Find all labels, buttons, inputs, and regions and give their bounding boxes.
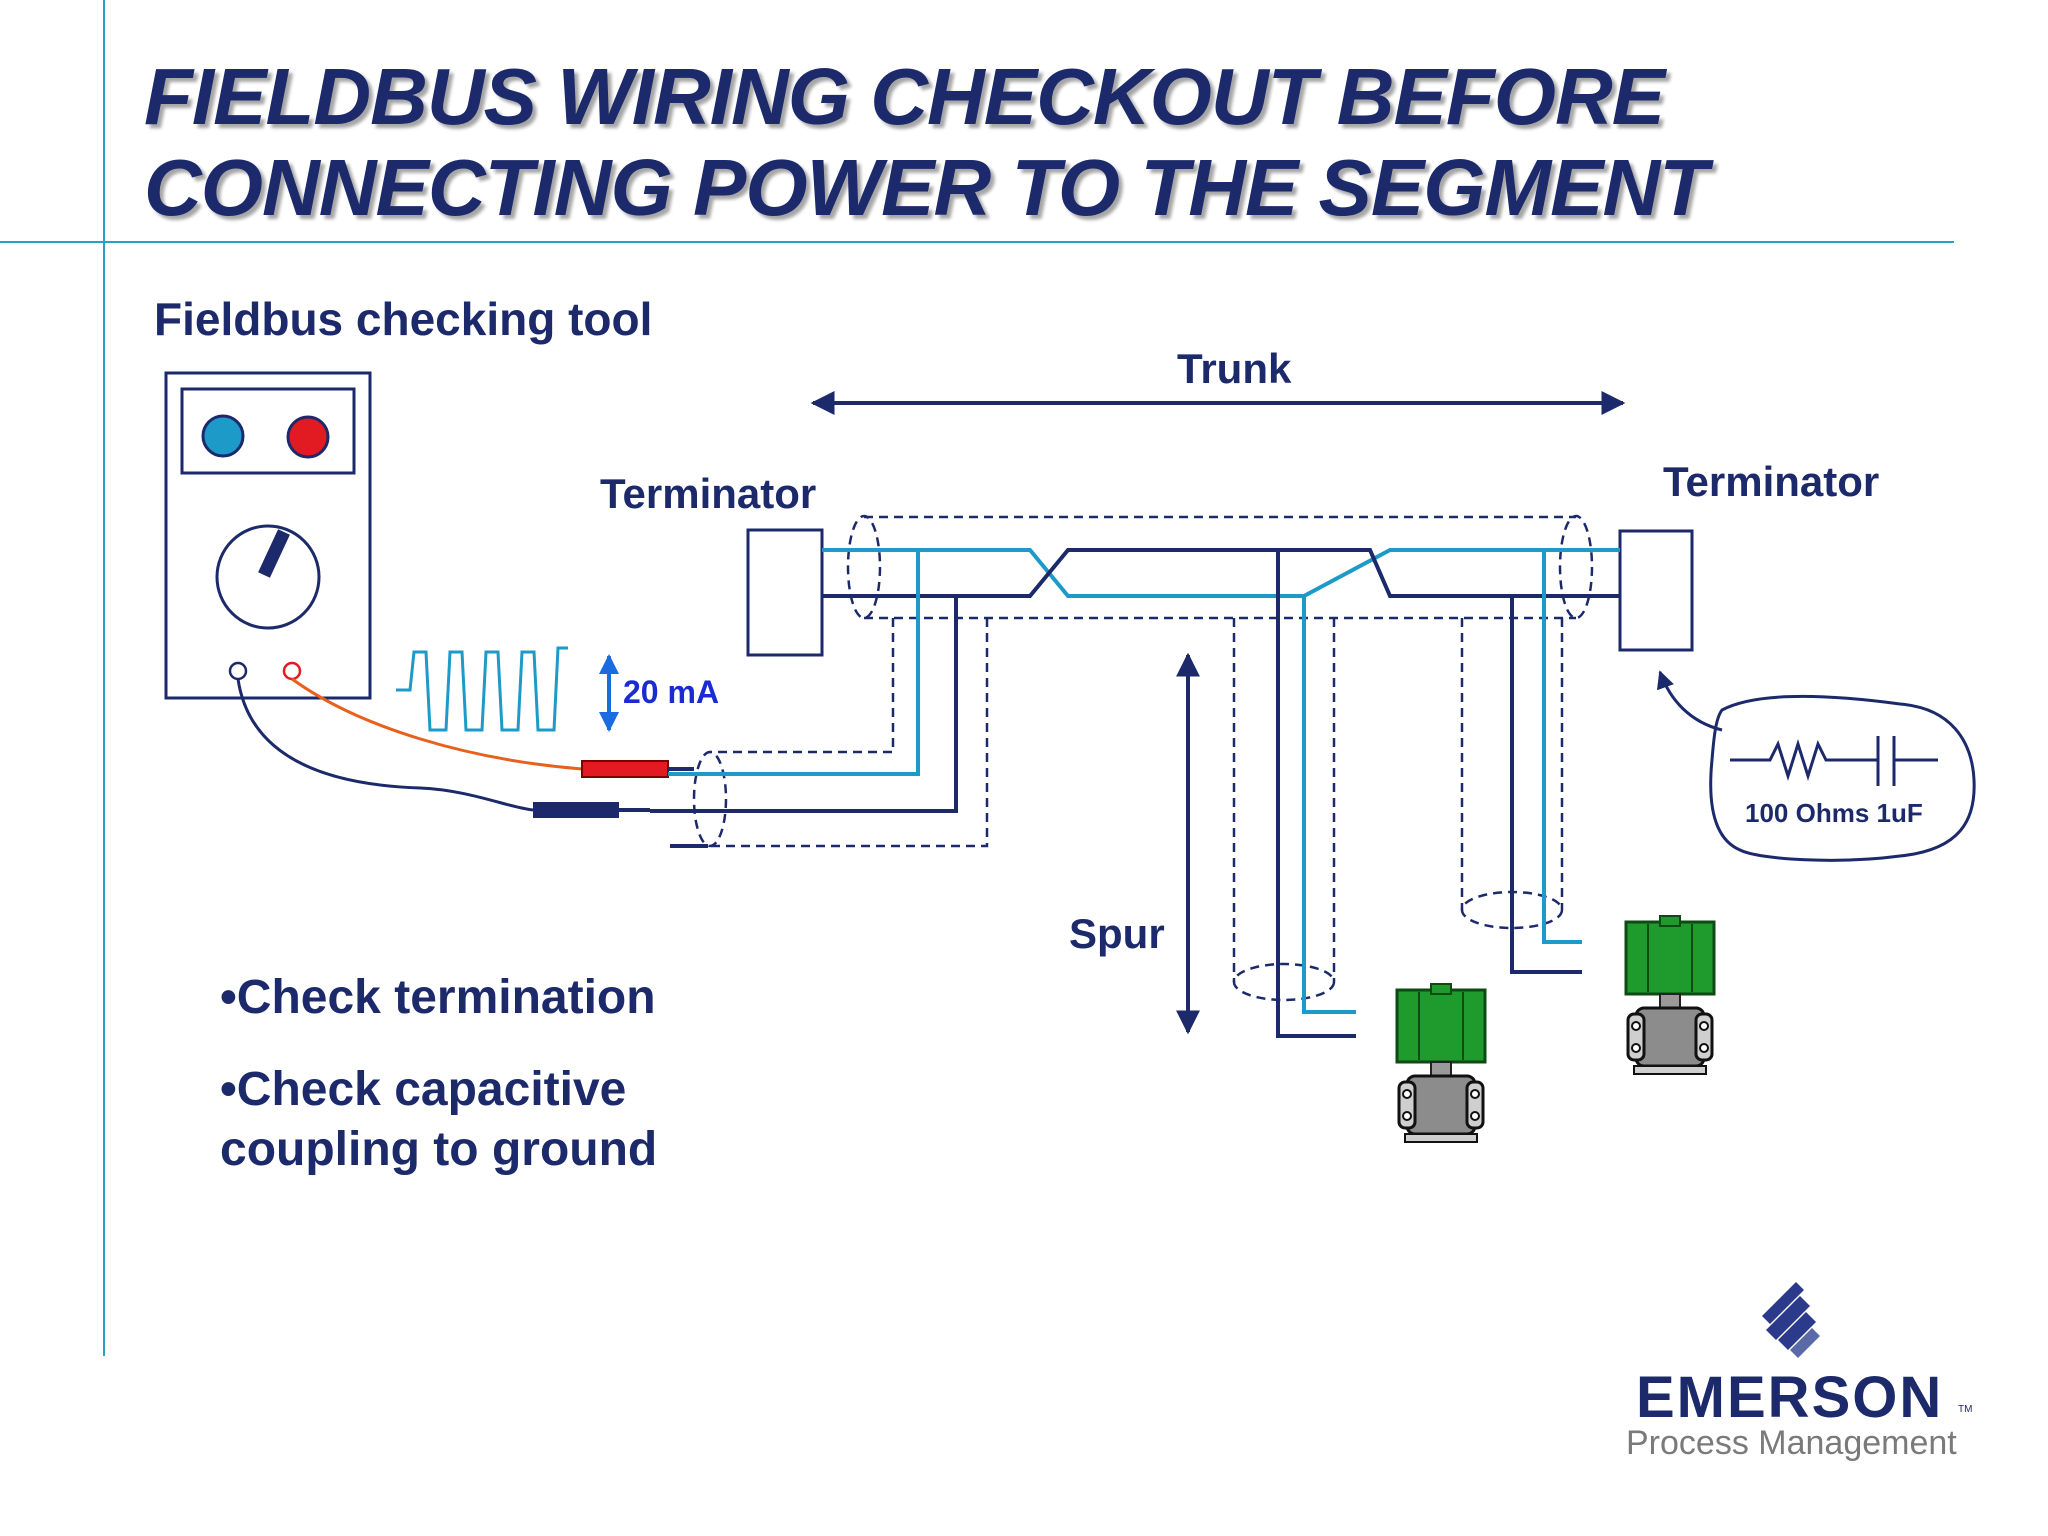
field-transmitter-icon [1624, 914, 1716, 1076]
checking-tool-label: Fieldbus checking tool [154, 293, 653, 345]
bullet-check-termination: •Check termination [220, 971, 656, 1024]
red-probe [581, 760, 669, 778]
left-spur-shield [670, 618, 989, 848]
black-probe [533, 802, 619, 818]
terminator-right-box [1618, 529, 1694, 652]
square-wave-icon [396, 646, 568, 732]
terminator-left-label: Terminator [600, 470, 817, 517]
trunk-shield [846, 514, 1594, 620]
left-spur-wires [650, 550, 958, 813]
red-test-lead [291, 677, 583, 771]
terminator-left-box [746, 528, 824, 657]
slide-title-line-2: CONNECTING POWER TO THE SEGMENT [144, 143, 1708, 232]
rc-callout-pointer [1656, 670, 1723, 732]
terminator-right-label: Terminator [1663, 458, 1880, 505]
trunk-wires [822, 548, 1620, 598]
bullet-line: coupling to ground [220, 1123, 658, 1176]
black-test-lead [236, 678, 534, 812]
process-management-label: Process Management [1626, 1424, 1957, 1462]
field-transmitter-icon [1395, 982, 1487, 1144]
emerson-logo-icon [1762, 1282, 1820, 1358]
trademark-mark: TM [1958, 1404, 1973, 1415]
trunk-label: Trunk [1177, 345, 1292, 392]
right-spur-wires [1510, 550, 1582, 974]
current-label: 20 mA [623, 674, 720, 710]
bullet-check-capacitive-coupling: •Check capacitive coupling to ground [220, 1060, 657, 1180]
resistor-capacitor-symbol [1730, 736, 1938, 786]
middle-spur-wires [1276, 550, 1356, 1038]
slide-title-line-1: FIELDBUS WIRING CHECKOUT BEFORE [144, 52, 1665, 141]
middle-spur-shield [1232, 618, 1336, 1002]
multimeter-icon [164, 371, 372, 700]
rc-callout-bubble [1709, 695, 1976, 862]
rc-value-label: 100 Ohms 1uF [1745, 798, 1923, 828]
emerson-wordmark: EMERSON [1636, 1365, 1944, 1430]
spur-label: Spur [1069, 910, 1165, 957]
bullet-line: •Check capacitive [220, 1063, 627, 1116]
